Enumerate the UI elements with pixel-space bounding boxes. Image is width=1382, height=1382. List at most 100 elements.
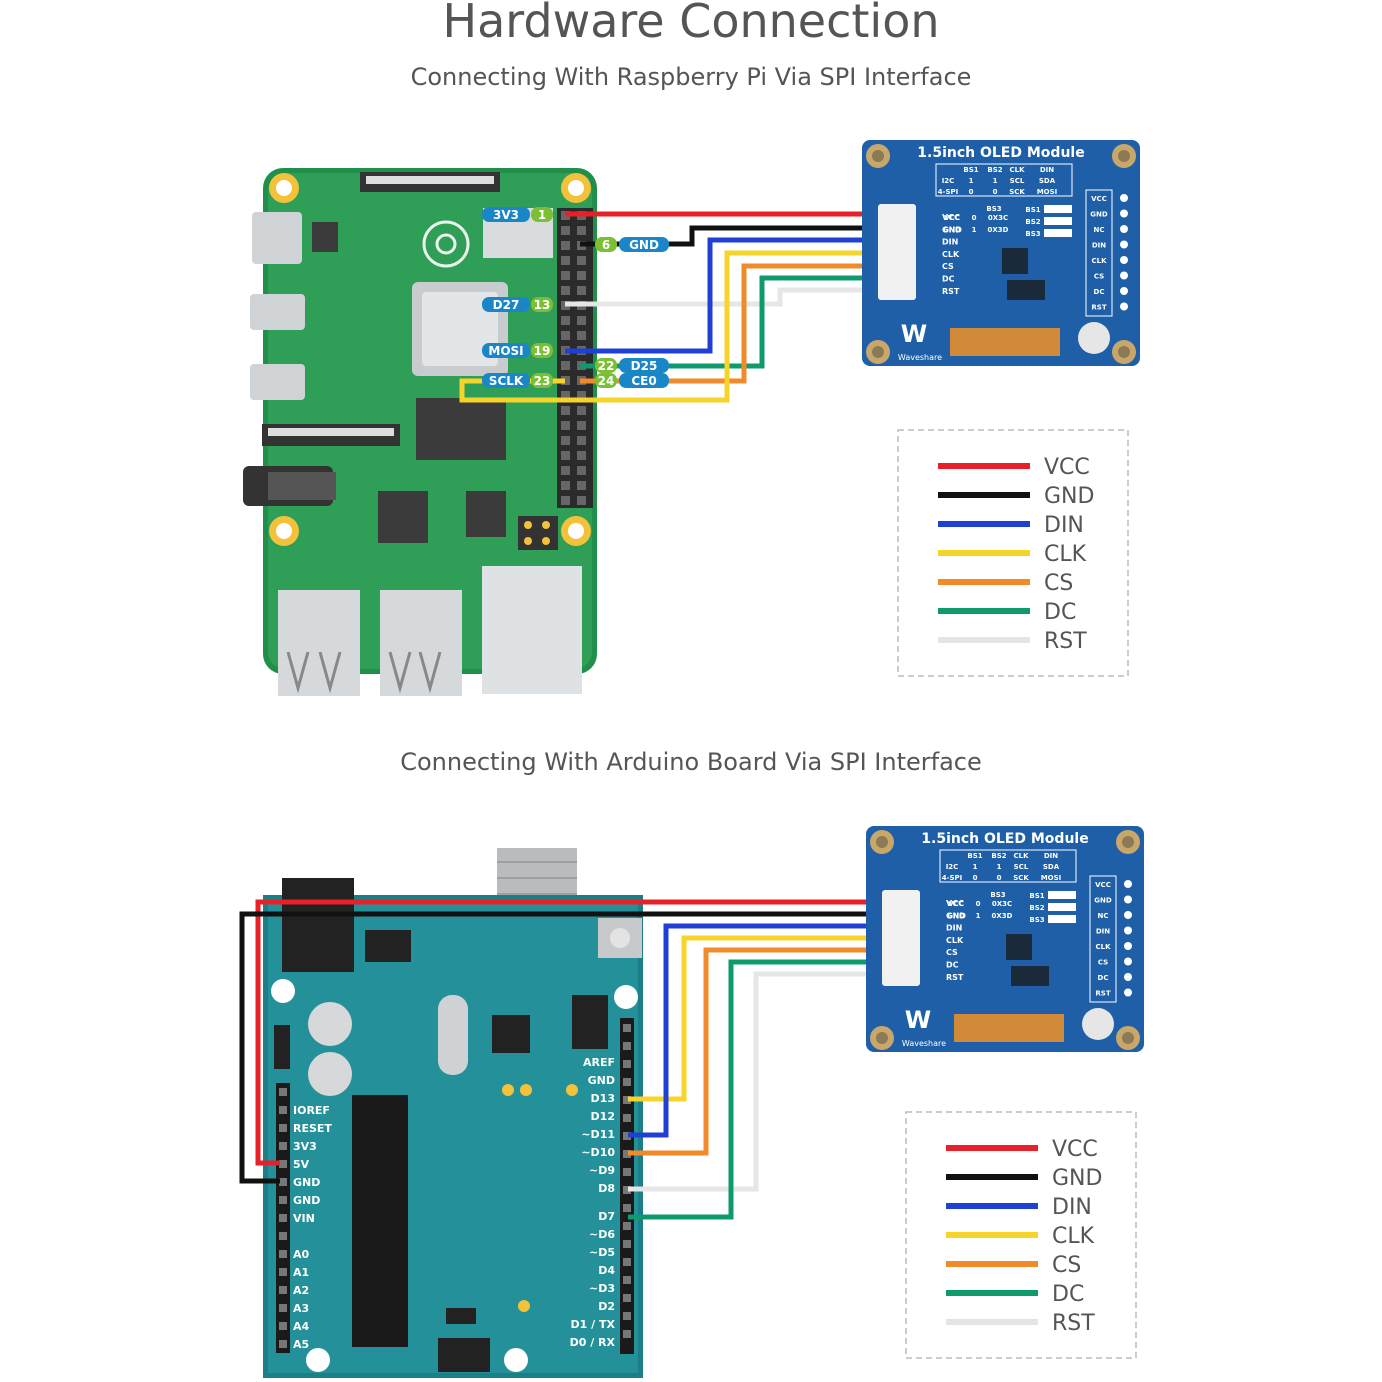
arduino-pin-label: RESET: [293, 1122, 332, 1135]
arduino-pin-label: D4: [598, 1264, 615, 1277]
arduino-pin-label: ~D11: [581, 1128, 615, 1141]
table-head: BS1: [963, 166, 978, 174]
arduino-pin-label: A0: [293, 1248, 310, 1261]
arduino-pin-label: A1: [293, 1266, 309, 1279]
arduino-subtitle: Connecting With Arduino Board Via SPI In…: [400, 748, 982, 776]
svg-text:19: 19: [534, 344, 551, 358]
oled-header-label: DC: [1098, 974, 1109, 982]
bs3-cell: 1: [976, 912, 981, 920]
table-cell: 1: [973, 863, 978, 871]
pi-pin-labels: 3V3 1 6 GND D27 13 MOSI 19 22 D25: [482, 207, 669, 388]
table-cell: SDA: [1039, 177, 1056, 185]
oled-pin-label: VCC: [942, 213, 960, 222]
pi-label-mosi: MOSI 19: [482, 343, 553, 358]
oled-pin-label: CS: [942, 262, 954, 271]
legend-label-dc: DC: [1052, 1282, 1084, 1307]
ard-wire-din: [628, 923, 914, 1138]
pi-label-gnd: 6 GND: [595, 237, 669, 252]
ard-wire-clk: [628, 935, 914, 1102]
oled-header-label: NC: [1094, 226, 1105, 234]
ard-wire-dc: [628, 959, 914, 1220]
arduino-pin-label: D1 / TX: [571, 1318, 616, 1331]
oled-pin-label: GND: [942, 225, 962, 234]
oled-pin-label: CS: [946, 948, 958, 957]
arduino-pin-label: D2: [598, 1300, 615, 1313]
bs3-cell: 0X3C: [988, 214, 1008, 222]
pi-label-d27: D27 13: [482, 297, 553, 312]
table-head: DIN: [1040, 166, 1054, 174]
svg-text:CE0: CE0: [631, 374, 656, 388]
svg-text:D27: D27: [493, 298, 520, 312]
table-cell: SDA: [1043, 863, 1060, 871]
bs3-cell: 0: [976, 900, 981, 908]
arduino-pin-label: D7: [598, 1210, 615, 1223]
legend-label-gnd: GND: [1052, 1166, 1102, 1191]
oled-header-label: VCC: [1091, 195, 1107, 203]
arduino-pin-label: 5V: [293, 1158, 310, 1171]
arduino-pin-label: D8: [598, 1182, 615, 1195]
arduino-pin-label: GND: [293, 1176, 320, 1189]
arduino-pin-label: 3V3: [293, 1140, 317, 1153]
table-cell: MOSI: [1037, 188, 1058, 196]
oled-pin-label: GND: [946, 911, 966, 920]
raspberry-pi-subtitle: Connecting With Raspberry Pi Via SPI Int…: [410, 63, 972, 91]
svg-text:3V3: 3V3: [493, 208, 519, 222]
bs3-head: BS3: [986, 205, 1001, 213]
table-cell: 0: [997, 874, 1002, 882]
svg-text:D25: D25: [631, 359, 658, 373]
switch-label: BS2: [1029, 904, 1044, 912]
table-cell: MOSI: [1041, 874, 1062, 882]
bs3-head: BS3: [990, 891, 1005, 899]
bs3-cell: GND: [947, 912, 965, 920]
arduino-pin-label: D0 / RX: [570, 1336, 616, 1349]
pi-wire-dc: [580, 275, 912, 369]
legend-label-din: DIN: [1044, 513, 1084, 538]
oled-header-label: DC: [1094, 288, 1105, 296]
oled-header-label: CS: [1094, 273, 1104, 281]
oled-header-label: VCC: [1095, 881, 1111, 889]
oled-header-label: RST: [1095, 990, 1110, 998]
table-cell: SCL: [1010, 177, 1025, 185]
switch-label: BS3: [1029, 916, 1044, 924]
legend-label-vcc: VCC: [1044, 455, 1090, 480]
arduino-pin-label: VIN: [293, 1212, 315, 1225]
arduino-pin-label: IOREF: [293, 1104, 330, 1117]
legend-label-gnd: GND: [1044, 484, 1094, 509]
arduino-pin-label: D12: [591, 1110, 615, 1123]
display-flex-cable: [954, 1014, 1064, 1042]
arduino-pin-label: ~D5: [589, 1246, 615, 1259]
arduino-wires: [239, 899, 914, 1220]
table-cell: 0: [993, 188, 998, 196]
oled-header-label: RST: [1091, 304, 1106, 312]
arduino-pin-label: A5: [293, 1338, 309, 1351]
arduino-pin-label: AREF: [583, 1056, 615, 1069]
ce-mark: [1082, 1008, 1114, 1040]
ard-wire-gnd: [239, 911, 914, 1184]
legend-label-clk: CLK: [1044, 542, 1087, 567]
oled-header-label: GND: [1090, 211, 1108, 219]
arduino-pin-label: A2: [293, 1284, 309, 1297]
table-head: BS1: [967, 852, 982, 860]
bs3-cell: GND: [943, 226, 961, 234]
table-head: CLK: [1013, 852, 1029, 860]
oled-header-label: CLK: [1095, 943, 1111, 951]
svg-text:13: 13: [534, 298, 551, 312]
arduino-pin-label: GND: [588, 1074, 615, 1087]
arduino-pin-label: A4: [293, 1320, 310, 1333]
oled-header-label: DIN: [1092, 242, 1106, 250]
waveshare-logo: W: [901, 320, 927, 348]
table-cell: I2C: [942, 177, 955, 185]
table-cell: 0: [973, 874, 978, 882]
arduino-pin-label: ~D6: [589, 1228, 615, 1241]
pi-wire-rst: [565, 287, 912, 307]
oled-header-label: NC: [1098, 912, 1109, 920]
legend-label-dc: DC: [1044, 600, 1076, 625]
table-head: BS2: [991, 852, 1006, 860]
oled-pin-label: DIN: [942, 238, 958, 247]
waveshare-logo: W: [905, 1006, 931, 1034]
raspberry-pi-board: [243, 168, 597, 696]
bs3-cell: VCC: [944, 214, 960, 222]
